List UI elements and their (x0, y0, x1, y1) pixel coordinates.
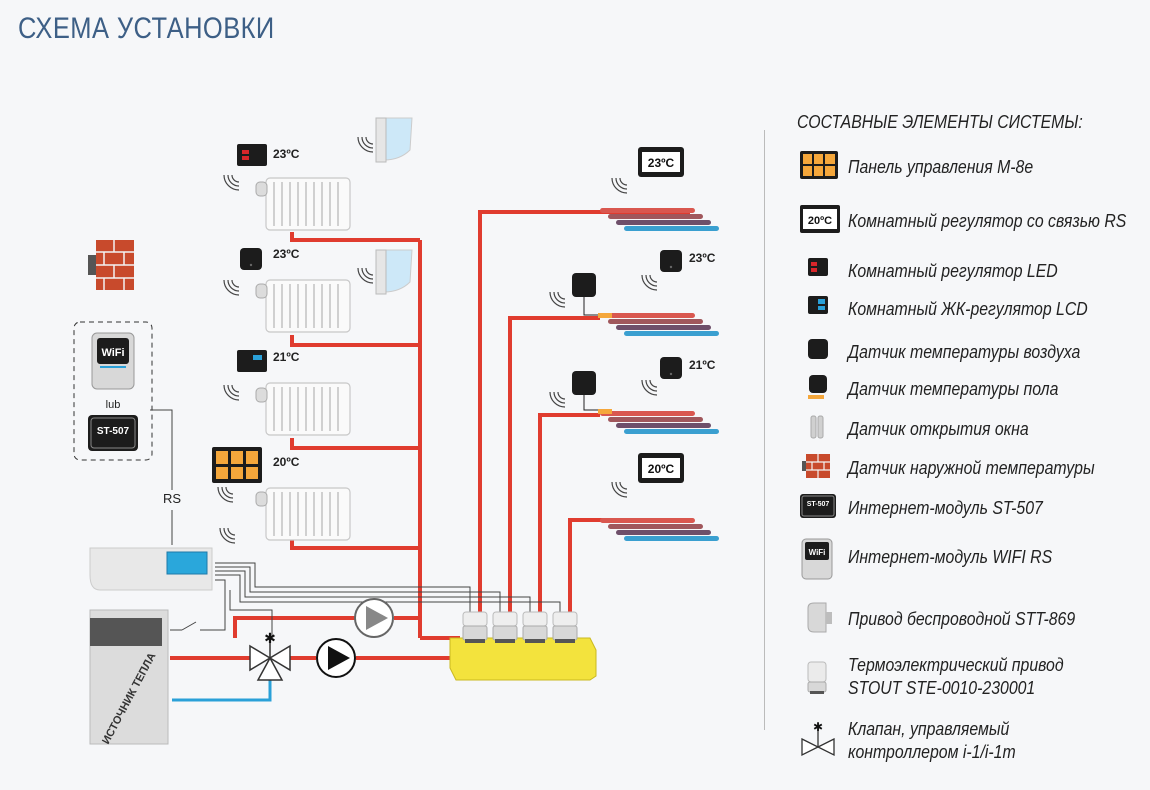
window-sensor-icon (810, 415, 824, 439)
radiator-2 (265, 279, 351, 333)
underfloor-loop-4 (600, 518, 719, 541)
st507-module-icon: ST-507 (800, 494, 836, 518)
led-regulator-icon (237, 144, 267, 166)
legend-label-line2: контроллером i-1/i-1m (848, 742, 1016, 762)
lub-label: lub (106, 399, 121, 411)
heat-source (89, 609, 169, 745)
legend-label: Датчик температуры воздуха (848, 342, 1081, 362)
radiator-temp-2: 23ºC (273, 247, 300, 261)
legend-label-line2: STOUT STE-0010-230001 (848, 678, 1036, 698)
floor-temp-3: 21ºC (689, 358, 716, 372)
legend-label: Комнатный регулятор со связью RS (848, 211, 1127, 231)
legend-item-st507: ST-507 Интернет-модуль ST-507 (800, 489, 1140, 525)
outdoor-sensor-icon (88, 240, 134, 290)
legend-item-air-sensor: Датчик температуры воздуха (800, 333, 1140, 369)
main-controller (89, 547, 213, 591)
supply-pipes (170, 210, 690, 660)
svg-text:✱: ✱ (813, 720, 823, 734)
legend-item-wireless-actuator: Привод беспроводной STT-869 (800, 600, 1140, 636)
outdoor-sensor-icon (802, 454, 830, 478)
svg-text:✱: ✱ (264, 631, 276, 647)
radiator-temp-4: 20ºC (273, 455, 300, 469)
legend-item-outdoor-sensor: Датчик наружной температуры (800, 449, 1140, 485)
legend-label: Комнатный ЖК-регулятор LCD (848, 299, 1088, 319)
underfloor-loop-2 (600, 313, 719, 336)
wireless-actuator-icon (807, 602, 832, 633)
underfloor-loop-3 (600, 411, 719, 434)
st507-icon-text: ST-507 (807, 501, 830, 508)
lcd-regulator-icon (237, 350, 267, 372)
control-wires (150, 409, 561, 640)
radiator-temp-3: 21ºC (273, 350, 300, 364)
wifi-module-icon: WiFi (801, 538, 833, 580)
radiator-1 (265, 177, 351, 231)
air-sensor-icon (808, 339, 828, 359)
legend-label-line1: Термоэлектрический привод (848, 655, 1064, 675)
pump-icon (316, 598, 394, 678)
legend-label: Датчик открытия окна (848, 419, 1029, 439)
legend-label: Комнатный регулятор LED (848, 261, 1058, 281)
floor-display-1: 23ºC (648, 156, 675, 170)
control-panel-icon (212, 447, 262, 483)
radiator-4 (265, 487, 351, 541)
thermo-actuator-icon (807, 661, 827, 694)
page-title: СХЕМА УСТАНОВКИ (18, 12, 275, 45)
legend-item-wifi: WiFi Интернет-модуль WIFI RS (800, 538, 1140, 580)
st507-label: ST-507 (97, 426, 130, 437)
legend-label-line1: Клапан, управляемый (848, 719, 1010, 739)
return-pipe (172, 676, 272, 702)
valve-icon: ✱ (249, 631, 291, 681)
legend-item-control-panel: Панель управления M-8e (800, 148, 1140, 184)
legend-label: Панель управления M-8e (848, 157, 1034, 177)
rs-regulator-icon-text: 20ºC (808, 215, 832, 227)
manifold (449, 611, 597, 681)
internet-modules-group (73, 321, 153, 461)
legend-item-thermo-actuator: Термоэлектрический привод STOUT STE-0010… (800, 654, 1140, 700)
wifi-icon-text: WiFi (809, 548, 826, 557)
legend-item-floor-sensor: Датчик температуры пола (800, 370, 1140, 406)
legend-label: Интернет-модуль ST-507 (848, 498, 1043, 518)
floor-display-4: 20ºC (648, 462, 675, 476)
floor-sensor-icon (572, 273, 612, 414)
legend-label: Привод беспроводной STT-869 (848, 609, 1076, 629)
floor-temp-2: 23ºC (689, 251, 716, 265)
legend-item-lcd-regulator: Комнатный ЖК-регулятор LCD (800, 290, 1140, 326)
rs-label: RS (163, 491, 181, 506)
floor-sensor-icon (808, 375, 827, 399)
legend-item-valve: ✱ Клапан, управляемый контроллером i-1/i… (800, 718, 1140, 764)
wifi-module-icon (91, 332, 135, 390)
lcd-regulator-icon (808, 296, 828, 314)
air-sensor-icon (240, 248, 262, 270)
radiator-temp-1: 23ºC (273, 147, 300, 161)
wifi-module-label: WiFi (101, 347, 124, 359)
legend-item-rs-regulator: 20ºC Комнатный регулятор со связью RS (800, 202, 1140, 238)
rs-room-regulator-icon: 20ºC (800, 205, 840, 233)
legend-label: Датчик наружной температуры (848, 458, 1095, 478)
valve-icon: ✱ (801, 720, 835, 757)
legend-label: Интернет-модуль WIFI RS (848, 547, 1053, 567)
window-sensor-icon (375, 117, 413, 295)
underfloor-loop-1 (600, 208, 719, 231)
legend-divider (764, 130, 765, 730)
led-regulator-icon (808, 258, 828, 276)
legend-heading: СОСТАВНЫЕ ЭЛЕМЕНТЫ СИСТЕМЫ: (797, 112, 1083, 132)
legend-item-led-regulator: Комнатный регулятор LED (800, 252, 1140, 288)
control-panel-icon (800, 151, 838, 179)
rs-room-regulator-icon (638, 147, 684, 483)
legend-label: Датчик температуры пола (848, 379, 1059, 399)
legend-item-window-sensor: Датчик открытия окна (800, 410, 1140, 446)
st507-module-icon (88, 415, 138, 451)
radiator-3 (265, 382, 351, 436)
